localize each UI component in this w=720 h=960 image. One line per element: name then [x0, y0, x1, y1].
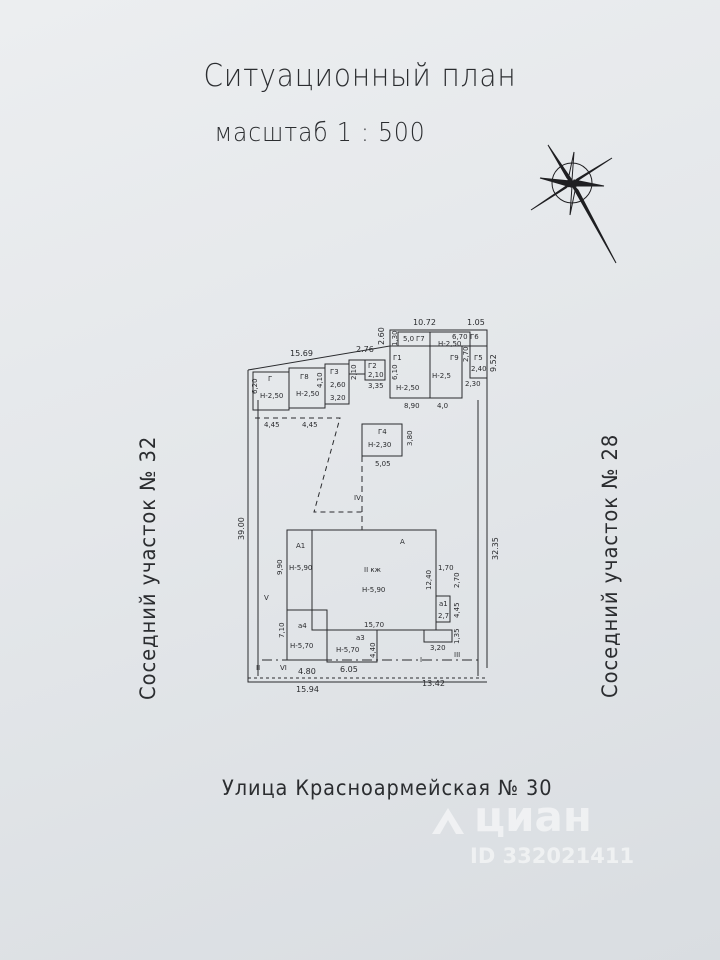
- dim-bottom-right: 13.42: [422, 679, 445, 688]
- bld-g-tag: Г: [268, 375, 272, 383]
- bld-g7-a: 5,0: [403, 335, 414, 343]
- bld-g6-tag: Г6: [470, 333, 479, 341]
- dim-left-a: 4,45: [264, 421, 280, 429]
- compass-rose-icon: [530, 144, 617, 264]
- bld-g4-height: Н-2,30: [368, 441, 391, 449]
- bld-g4-b: 5,05: [375, 460, 391, 468]
- house-a1s-depth: 1,70: [438, 564, 454, 572]
- street-label: Улица Красноармейская № 30: [222, 776, 553, 800]
- dim-left-side: 39.00: [237, 517, 246, 540]
- bld-g5-c: 2,30: [465, 380, 481, 388]
- bld-g8-height: Н-2,50: [296, 390, 319, 398]
- dim-top-vertical: 2.60: [377, 327, 386, 345]
- dim-left-b: 4,45: [302, 421, 318, 429]
- dim-right-b: 4,45: [453, 602, 461, 618]
- fence-mark-v: V: [264, 594, 269, 602]
- house-a1-tag: А1: [296, 542, 305, 550]
- bld-g-height: Н-2,50: [260, 392, 283, 400]
- bld-g1-a: 6,10: [391, 364, 399, 380]
- bld-g2-a: 2,10: [368, 371, 384, 379]
- bld-g9-height: Н-2,5: [432, 372, 451, 380]
- house-a3-tag: а3: [356, 634, 365, 642]
- bld-g7-tag: Г7: [416, 335, 425, 343]
- house-a4-width: 7,10: [278, 622, 286, 638]
- bld-g1-b: 8,90: [404, 402, 420, 410]
- dim-top-left: 15.69: [290, 349, 313, 358]
- dim-top-right: 10.72: [413, 318, 436, 327]
- bld-g3-a: 2,60: [330, 381, 346, 389]
- dim-bottom-seg-1: 4.80: [298, 667, 316, 676]
- bld-g2-tag: Г2: [368, 362, 377, 370]
- bld-g5-tag: Г5: [474, 354, 483, 362]
- scale-label: масштаб 1 : 500: [214, 118, 426, 148]
- page-title: Ситуационный план: [203, 58, 517, 94]
- house-depth: 12,40: [425, 570, 433, 590]
- watermark-brand: циан: [474, 792, 592, 841]
- house-a1-height: Н-5,90: [289, 564, 312, 572]
- fence-mark-ii: II: [256, 664, 260, 672]
- bld-g9-b: 4,0: [437, 402, 448, 410]
- bld-g3-b: 3,20: [330, 394, 346, 402]
- house-a1-width: 9,90: [276, 559, 284, 575]
- house-a3-height: Н-5,70: [336, 646, 359, 654]
- bld-g4-tag: Г4: [378, 428, 387, 436]
- bld-g9-tag: Г9: [450, 354, 459, 362]
- bld-g1-c: 1,30: [391, 330, 399, 346]
- house-a4-tag: а4: [298, 622, 307, 630]
- bld-g5-a: 2,70: [462, 346, 470, 362]
- dim-right-upper: 9.52: [489, 354, 498, 372]
- house-tag: II кж: [364, 566, 382, 574]
- bld-g1-tag: Г1: [393, 354, 402, 362]
- bld-g5-b: 2,40: [471, 365, 487, 373]
- bld-g2-b: 3,35: [368, 382, 384, 390]
- bld-g3-tag: Г3: [330, 368, 339, 376]
- bld-g6-a: 6,70: [452, 333, 468, 341]
- house-a1s-width: 2,7: [438, 612, 449, 620]
- bld-g6-height: Н-2,50: [438, 340, 461, 348]
- dim-top-mid: 2.76: [356, 345, 374, 354]
- bld-g4-a: 3,80: [406, 430, 414, 446]
- fence-mark-vi: VI: [280, 664, 287, 672]
- house-width: 15,70: [364, 621, 384, 629]
- house-a3-width: 4,40: [369, 642, 377, 658]
- house-a1s-tag: а1: [439, 600, 448, 608]
- house-height: Н-5,90: [362, 586, 385, 594]
- bld-g1-height: Н-2,50: [396, 384, 419, 392]
- house-a4-height: Н-5,70: [290, 642, 313, 650]
- dim-right-d: 3,20: [430, 644, 446, 652]
- bld-g3-c: 2,10: [350, 364, 358, 380]
- fence-mark-iii: III: [454, 651, 460, 659]
- bld-g8-tag: Г8: [300, 373, 309, 381]
- watermark-id: ID 332021411: [470, 844, 635, 868]
- bld-g8-width: 4,10: [316, 372, 324, 388]
- fence-mark-i: I: [420, 656, 422, 664]
- dim-right-a: 2,70: [453, 572, 461, 588]
- house-a-tag: А: [400, 538, 405, 546]
- dim-right-side: 32.35: [491, 537, 500, 560]
- dim-bottom-seg-2: 6.05: [340, 665, 358, 674]
- bld-g-width: 6,20: [251, 378, 259, 394]
- cian-logo-icon: [432, 808, 464, 834]
- dim-right-c: 1,35: [453, 628, 461, 644]
- dim-top-corner: 1.05: [467, 318, 485, 327]
- fence-mark-iv: IV: [354, 494, 361, 502]
- dim-bottom-left: 15.94: [296, 685, 319, 694]
